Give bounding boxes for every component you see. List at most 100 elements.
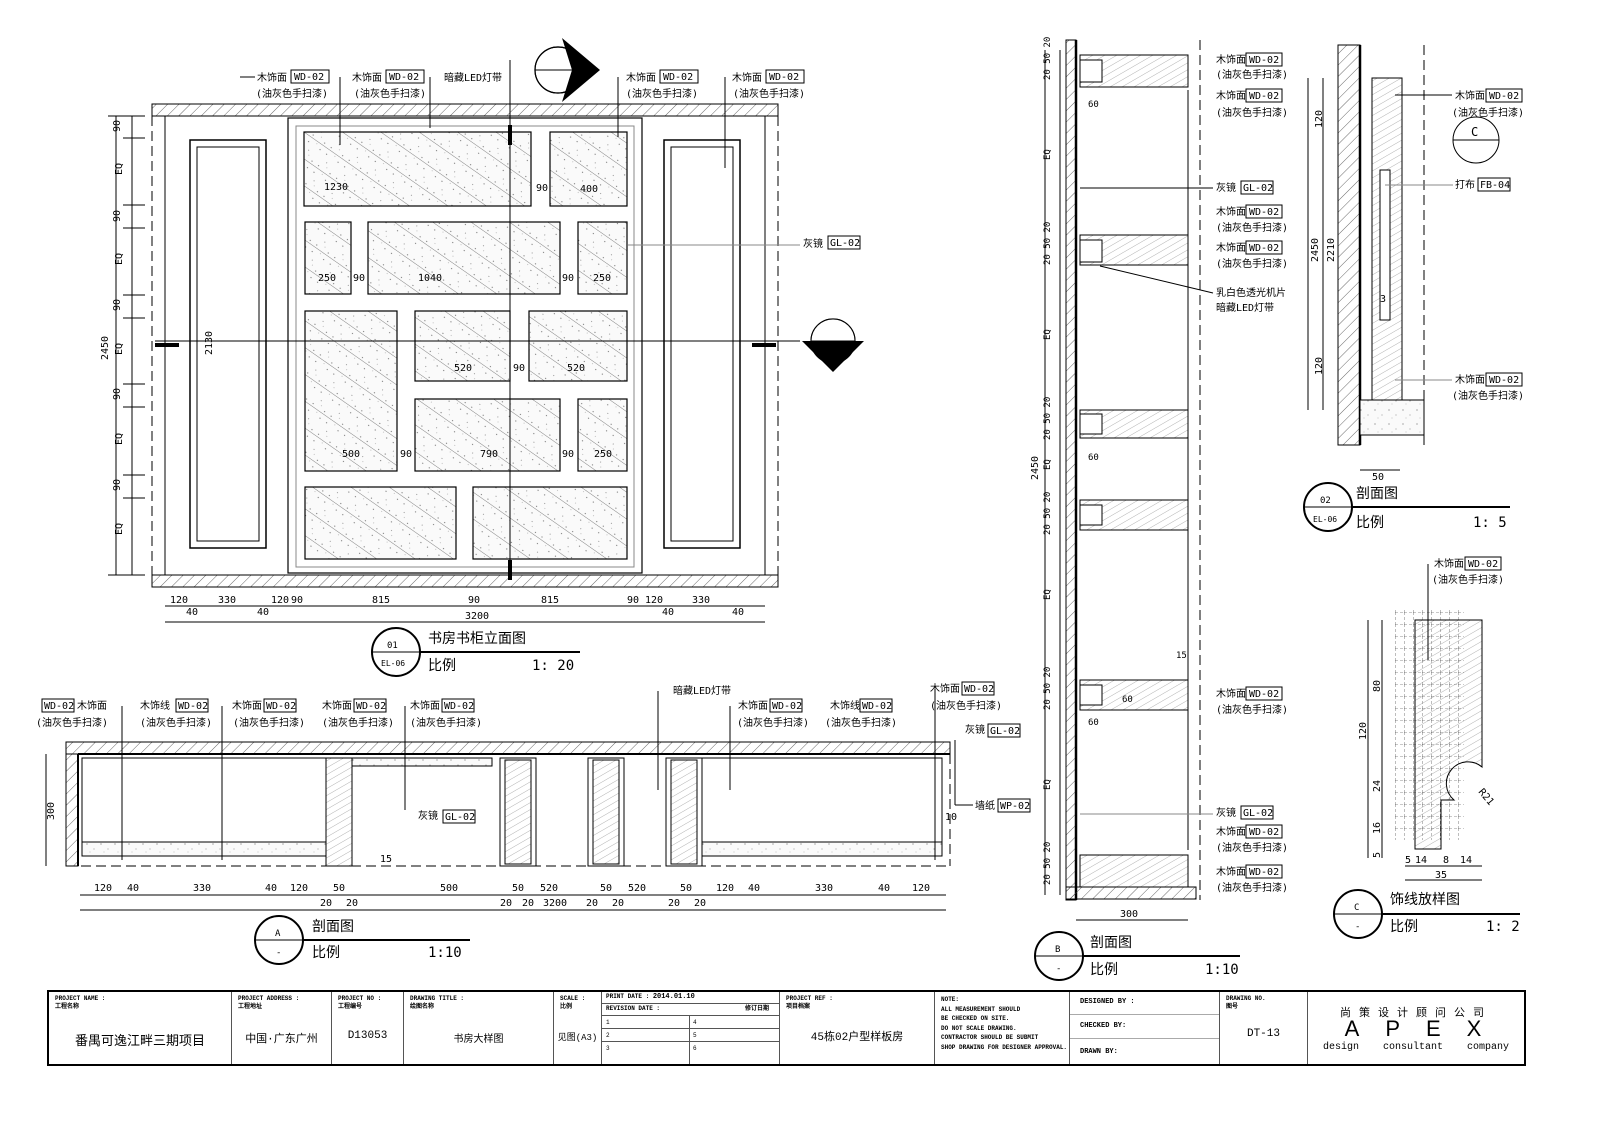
- svg-text:1: 2: 1: 2: [1486, 919, 1520, 935]
- project-name-caption-cn: 工程名称: [55, 1003, 80, 1010]
- drawing-title-caption: DRAWING TITLE :: [410, 995, 465, 1002]
- svg-text:80: 80: [1372, 680, 1383, 692]
- svg-text:木饰面: 木饰面: [930, 682, 960, 695]
- section-02-drawing: [1307, 44, 1500, 471]
- svg-text:(油灰色手扫漆): (油灰色手扫漆): [737, 716, 809, 729]
- project-address-caption: PROJECT ADDRESS :: [238, 995, 300, 1002]
- display-frame: [287, 117, 643, 574]
- svg-text:木饰面: 木饰面: [1216, 865, 1246, 878]
- svg-text:400: 400: [580, 184, 598, 195]
- drawn-by: DRAWN BY:: [1080, 1048, 1118, 1056]
- svg-text:520: 520: [628, 883, 646, 894]
- svg-text:20: 20: [522, 898, 534, 909]
- svg-text:15: 15: [1176, 651, 1187, 661]
- section-mark-a: [802, 318, 864, 372]
- svg-text:灰镜: 灰镜: [1216, 806, 1236, 819]
- drawing-no: DT-13: [1246, 1028, 1280, 1040]
- company-name-en: design consultant company: [1322, 1042, 1510, 1053]
- svg-text:3200: 3200: [543, 898, 567, 909]
- svg-text:330: 330: [815, 883, 833, 894]
- svg-text:灰镜: 灰镜: [803, 237, 823, 250]
- svg-text:暗藏LED灯带: 暗藏LED灯带: [673, 684, 731, 697]
- drawing-note: NOTE: ALL MEASUREMENT SHOULD BE CHECKED …: [941, 996, 1068, 1051]
- svg-text:(油灰色手扫漆): (油灰色手扫漆): [930, 699, 1002, 712]
- svg-text:WD-02: WD-02: [294, 72, 324, 83]
- drawing-title-cell: DRAWING TITLE :绘图名称 书房大样图: [404, 992, 554, 1064]
- svg-text:250: 250: [594, 449, 612, 460]
- svg-text:剖面图: 剖面图: [1356, 486, 1398, 502]
- svg-text:比例: 比例: [1390, 919, 1418, 935]
- svg-text:C: C: [1354, 903, 1359, 913]
- svg-text:790: 790: [480, 449, 498, 460]
- svg-text:EQ: EQ: [114, 253, 125, 265]
- signature-cell: DESIGNED BY : CHECKED BY: DRAWN BY:: [1070, 992, 1220, 1064]
- drawing-no-caption-cn: 图号: [1226, 1003, 1239, 1010]
- svg-text:120: 120: [912, 883, 930, 894]
- svg-text:WD-02: WD-02: [769, 72, 799, 83]
- svg-text:2130: 2130: [204, 331, 215, 355]
- svg-text:50: 50: [1372, 472, 1384, 483]
- project-ref-caption: PROJECT REF :: [786, 995, 833, 1002]
- svg-text:40: 40: [257, 607, 269, 618]
- note-cell: NOTE: ALL MEASUREMENT SHOULD BE CHECKED …: [935, 992, 1070, 1064]
- svg-text:-: -: [276, 948, 281, 958]
- svg-text:90: 90: [562, 449, 574, 460]
- project-name-caption: PROJECT NAME :: [55, 995, 106, 1002]
- project-ref-cell: PROJECT REF :项目档案 45栋02户型样板房: [780, 992, 935, 1064]
- svg-text:WD-02: WD-02: [1249, 243, 1279, 254]
- svg-text:EQ: EQ: [114, 343, 125, 355]
- svg-text:120: 120: [1314, 110, 1325, 128]
- svg-text:500: 500: [440, 883, 458, 894]
- svg-text:GL-02: GL-02: [830, 238, 860, 249]
- svg-text:90: 90: [112, 388, 123, 400]
- svg-text:90: 90: [562, 273, 574, 284]
- title-block: PROJECT NAME :工程名称 番禺可逸江畔三期项目 PROJECT AD…: [47, 990, 1526, 1066]
- svg-text:EQ: EQ: [114, 523, 125, 535]
- revision-row-2: [602, 1029, 779, 1042]
- floor-slab: [151, 574, 779, 588]
- svg-text:20 50 20: 20 50 20: [1043, 222, 1053, 265]
- drawing-no-cell: DRAWING NO.图号 DT-13: [1220, 992, 1308, 1064]
- svg-text:剖面图: 剖面图: [312, 919, 354, 935]
- svg-text:(油灰色手扫漆): (油灰色手扫漆): [140, 716, 212, 729]
- svg-text:木饰面: 木饰面: [1455, 373, 1485, 386]
- svg-text:(油灰色手扫漆): (油灰色手扫漆): [626, 87, 698, 100]
- svg-text:50: 50: [512, 883, 524, 894]
- svg-text:300: 300: [1120, 909, 1138, 920]
- svg-text:1:10: 1:10: [1205, 962, 1239, 978]
- svg-text:木饰面: 木饰面: [410, 699, 440, 712]
- svg-text:815: 815: [372, 595, 390, 606]
- svg-text:1040: 1040: [418, 273, 442, 284]
- svg-text:EL-06: EL-06: [381, 659, 405, 668]
- svg-text:14: 14: [1415, 855, 1427, 866]
- svg-text:330: 330: [692, 595, 710, 606]
- svg-text:120: 120: [170, 595, 188, 606]
- svg-text:60: 60: [1122, 695, 1133, 705]
- svg-text:WD-02: WD-02: [663, 72, 693, 83]
- left-panel: [189, 139, 267, 549]
- company-logo-cell: 尚策设计顾问公司 APEX design consultant company: [1308, 992, 1524, 1064]
- svg-text:520: 520: [454, 363, 472, 374]
- svg-text:90: 90: [112, 210, 123, 222]
- svg-text:(油灰色手扫漆): (油灰色手扫漆): [1216, 703, 1288, 716]
- mirror-panels: [303, 131, 628, 560]
- svg-text:40: 40: [265, 883, 277, 894]
- svg-text:60: 60: [1088, 718, 1099, 728]
- svg-text:20: 20: [694, 898, 706, 909]
- svg-text:木饰面: 木饰面: [352, 71, 382, 84]
- checked-by: CHECKED BY:: [1080, 1022, 1127, 1030]
- svg-text:90: 90: [513, 363, 525, 374]
- svg-text:(油灰色手扫漆): (油灰色手扫漆): [1216, 257, 1288, 270]
- svg-text:EQ: EQ: [114, 163, 125, 175]
- project-name-cell: PROJECT NAME :工程名称 番禺可逸江畔三期项目: [49, 992, 232, 1064]
- svg-text:520: 520: [567, 363, 585, 374]
- svg-text:20 50 20: 20 50 20: [1043, 842, 1053, 885]
- svg-text:02: 02: [1320, 496, 1331, 506]
- svg-text:WD-02: WD-02: [266, 701, 296, 712]
- svg-text:50: 50: [333, 883, 345, 894]
- svg-text:WD-02: WD-02: [1468, 559, 1498, 570]
- svg-text:GL-02: GL-02: [445, 812, 475, 823]
- svg-text:20 50 20: 20 50 20: [1043, 397, 1053, 440]
- svg-text:(油灰色手扫漆): (油灰色手扫漆): [1216, 221, 1288, 234]
- section-b-dimensions: 2450 20 50 20 EQ 20 50 20 EQ 20 50 20 EQ…: [1030, 37, 1187, 920]
